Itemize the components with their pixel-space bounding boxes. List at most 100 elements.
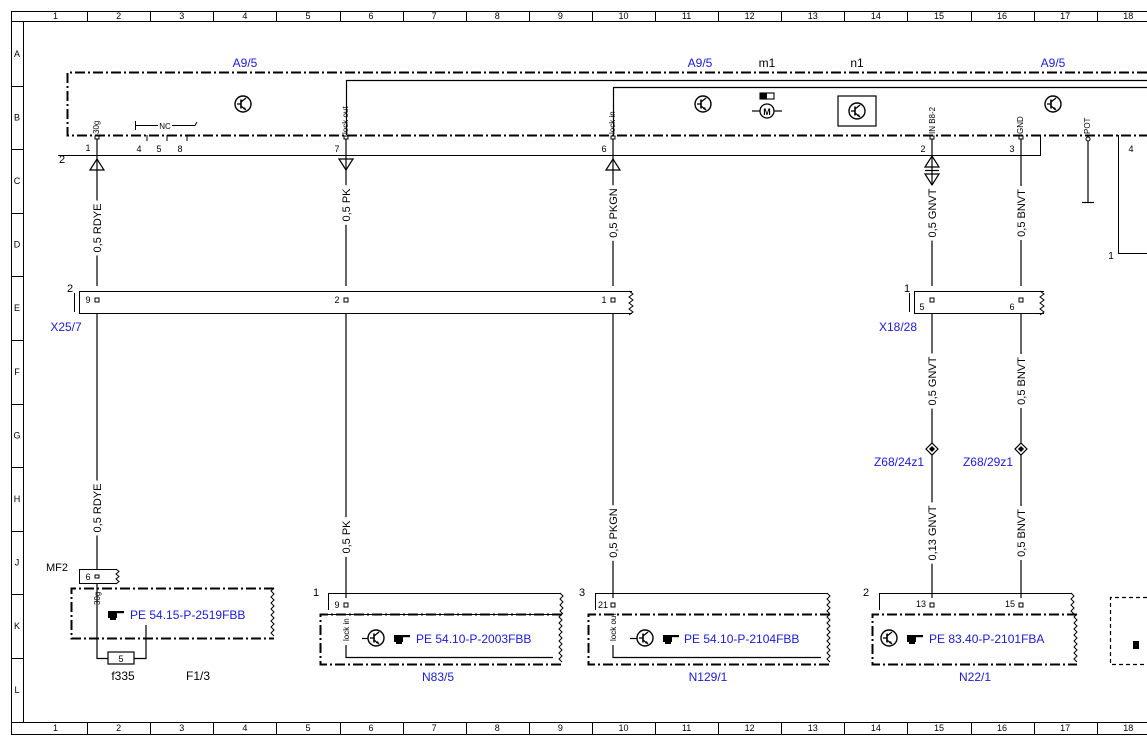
x18-28-label: X18/28 <box>879 320 917 334</box>
svg-text:9: 9 <box>334 600 339 610</box>
svg-text:2: 2 <box>67 283 73 295</box>
svg-text:1: 1 <box>904 283 910 295</box>
partial-module-right <box>1109 596 1147 666</box>
svg-text:1: 1 <box>85 143 90 153</box>
svg-text:MF2: MF2 <box>46 562 68 574</box>
svg-text:0,5 PK: 0,5 PK <box>341 188 353 222</box>
grid-column-label: 18 <box>1123 723 1133 733</box>
grid-row-label: B <box>14 112 20 122</box>
grid-column-label: 5 <box>305 11 310 21</box>
grid-column-label: 5 <box>305 723 310 733</box>
x25-7-label: X25/7 <box>50 320 82 334</box>
n129-1-label: N129/1 <box>689 670 728 684</box>
reference-link-2519[interactable]: PE 54.15-P-2519FBB <box>130 608 245 622</box>
svg-text:9: 9 <box>85 295 90 305</box>
grid-column-label: 9 <box>558 723 563 733</box>
svg-text:0,5 BNVT: 0,5 BNVT <box>1016 357 1028 405</box>
reference-link-2104[interactable]: PE 54.10-P-2104FBB <box>684 632 799 646</box>
grid-column-label: 18 <box>1123 11 1133 21</box>
reference-link-2003[interactable]: PE 54.10-P-2003FBB <box>416 632 531 646</box>
svg-text:2: 2 <box>59 154 65 166</box>
svg-text:5: 5 <box>118 654 123 664</box>
n1-label: n1 <box>850 56 864 70</box>
svg-text:0,5 BNVT: 0,5 BNVT <box>1016 189 1028 237</box>
grid-row-label: H <box>14 494 21 504</box>
module-pin-labels: 30g lock out lock in IN B8-2 GND POT NC … <box>59 106 1134 262</box>
transistor-icon <box>1044 95 1062 113</box>
grid-column-label: 13 <box>808 11 818 21</box>
svg-text:0,5 GNVT: 0,5 GNVT <box>927 188 939 237</box>
svg-text:0,5 PK: 0,5 PK <box>341 520 353 554</box>
grid-column-label: 15 <box>934 723 944 733</box>
svg-text:7: 7 <box>334 144 339 154</box>
svg-text:1: 1 <box>313 587 319 599</box>
grid-row-label: G <box>13 430 20 440</box>
grid-row-label: J <box>15 558 20 568</box>
svg-text:2: 2 <box>334 295 339 305</box>
svg-text:M: M <box>763 107 771 117</box>
svg-text:1: 1 <box>1108 251 1114 262</box>
svg-text:2: 2 <box>920 144 925 154</box>
z68-24z1-label: Z68/24z1 <box>874 455 924 469</box>
svg-text:lock out: lock out <box>609 613 618 641</box>
svg-text:13: 13 <box>916 599 926 609</box>
grid-column-label: 3 <box>179 723 184 733</box>
svg-text:6: 6 <box>601 144 606 154</box>
svg-text:6: 6 <box>85 572 90 582</box>
svg-text:GND: GND <box>1016 116 1025 134</box>
wire-lines <box>96 139 1022 598</box>
svg-text:0,5 BNVT: 0,5 BNVT <box>1016 509 1028 557</box>
svg-text:30g: 30g <box>92 121 101 134</box>
grid-column-label: 12 <box>745 723 755 733</box>
grid-column-label: 8 <box>495 723 500 733</box>
svg-text:21: 21 <box>598 600 608 610</box>
svg-text:lock in: lock in <box>342 618 351 641</box>
grid-column-label: 14 <box>871 11 881 21</box>
svg-text:NC: NC <box>159 122 171 131</box>
grid-column-label: 17 <box>1060 723 1070 733</box>
grid-row-label: K <box>14 621 20 631</box>
svg-text:0,5 RDYE: 0,5 RDYE <box>92 484 104 533</box>
grid-column-label: 13 <box>808 723 818 733</box>
connector-x25-7: 2 9 2 1 <box>67 283 634 316</box>
f1-3-label: F1/3 <box>186 669 210 683</box>
grid-row-label: A <box>14 49 20 59</box>
svg-text:lock out: lock out <box>341 106 350 134</box>
grid-column-label: 1 <box>53 11 58 21</box>
grid-column-label: 2 <box>116 723 121 733</box>
grid-row-label: D <box>14 240 21 250</box>
reference-link-2101[interactable]: PE 83.40-P-2101FBA <box>929 632 1044 646</box>
svg-text:5: 5 <box>156 144 161 154</box>
grid-column-label: 16 <box>997 11 1007 21</box>
grid-column-label: 9 <box>558 11 563 21</box>
a9-5-label-left: A9/5 <box>233 56 258 70</box>
grid-column-label: 7 <box>432 11 437 21</box>
svg-text:0,5 RDYE: 0,5 RDYE <box>92 204 104 253</box>
motor-icon: M <box>752 92 782 119</box>
grid-row-label: E <box>14 303 20 313</box>
grid-column-label: 16 <box>997 723 1007 733</box>
z68-29z1-label: Z68/29z1 <box>963 455 1013 469</box>
grid-row-label: C <box>14 176 21 186</box>
grid-column-label: 4 <box>242 11 247 21</box>
transistor-icon <box>234 95 252 113</box>
svg-text:0,5 PKGN: 0,5 PKGN <box>608 188 620 238</box>
grid-column-label: 3 <box>179 11 184 21</box>
mf2-fuse-block: MF2 6 30g 5 <box>46 562 275 665</box>
grid-row-labels: A B C D E F G H J K L <box>13 49 20 695</box>
svg-text:4: 4 <box>1128 144 1133 154</box>
grid-column-label: 10 <box>618 11 628 21</box>
grid-row-label: F <box>14 367 20 377</box>
grid-column-label: 6 <box>369 723 374 733</box>
grid-column-label: 6 <box>369 11 374 21</box>
svg-text:0,13 GNVT: 0,13 GNVT <box>927 505 939 560</box>
grid-row-label: L <box>14 685 19 695</box>
grid-column-label: 14 <box>871 723 881 733</box>
grid-column-label: 15 <box>934 11 944 21</box>
grid-column-label: 17 <box>1060 11 1070 21</box>
svg-text:POT: POT <box>1083 117 1092 134</box>
grid-column-label: 12 <box>745 11 755 21</box>
transistor-icon <box>694 95 712 113</box>
